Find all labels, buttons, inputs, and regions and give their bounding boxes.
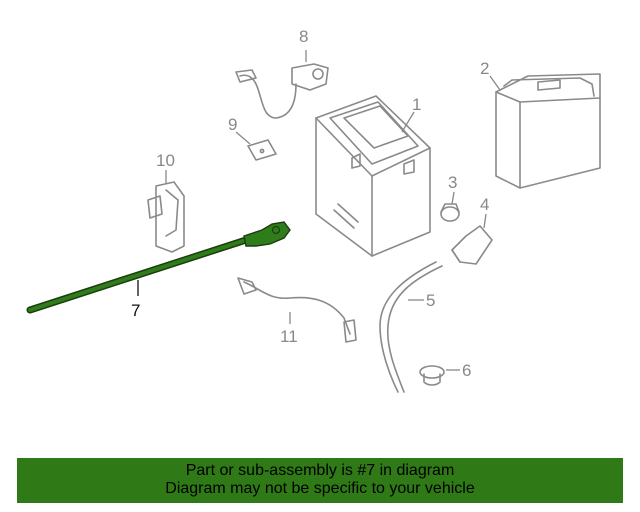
leader-1 — [401, 111, 415, 133]
callout-6[interactable]: 6 — [462, 361, 471, 380]
part-2-battery-outline[interactable] — [495, 73, 601, 189]
parts-diagram: 2 1 8 9 10 3 — [26, 27, 601, 393]
callout-11[interactable]: 11 — [280, 327, 298, 346]
callout-5[interactable]: 5 — [426, 291, 435, 310]
part-3-plug[interactable] — [440, 203, 460, 222]
info-banner: Part or sub-assembly is #7 in diagram Di… — [17, 458, 623, 503]
leader-2 — [489, 75, 501, 91]
callout-7[interactable]: 7 — [131, 301, 140, 320]
part-8-sensor[interactable] — [235, 63, 329, 119]
callout-9[interactable]: 9 — [228, 115, 237, 134]
part-11-cable[interactable] — [237, 277, 357, 343]
callout-3[interactable]: 3 — [448, 173, 457, 192]
part-7-cable-highlighted[interactable] — [26, 221, 291, 314]
leader-3 — [451, 191, 455, 205]
part-4-elbow[interactable] — [451, 225, 493, 265]
part-1-battery-outline[interactable] — [315, 95, 431, 257]
callout-1[interactable]: 1 — [412, 95, 421, 114]
leader-9 — [235, 131, 251, 145]
banner-line-2: Diagram may not be specific to your vehi… — [165, 480, 475, 497]
part-6-grommet[interactable] — [419, 365, 445, 386]
banner-line-1: Part or sub-assembly is #7 in diagram — [185, 462, 455, 479]
part-7-terminal[interactable] — [243, 221, 291, 247]
callout-10[interactable]: 10 — [156, 151, 175, 170]
callout-8[interactable]: 8 — [299, 27, 308, 46]
part-5-hose[interactable] — [386, 265, 443, 393]
leader-4 — [483, 213, 487, 229]
callout-4[interactable]: 4 — [480, 195, 489, 214]
callout-2[interactable]: 2 — [480, 59, 489, 78]
part-9-pad[interactable] — [247, 139, 277, 161]
part-10-bracket[interactable] — [147, 181, 185, 253]
